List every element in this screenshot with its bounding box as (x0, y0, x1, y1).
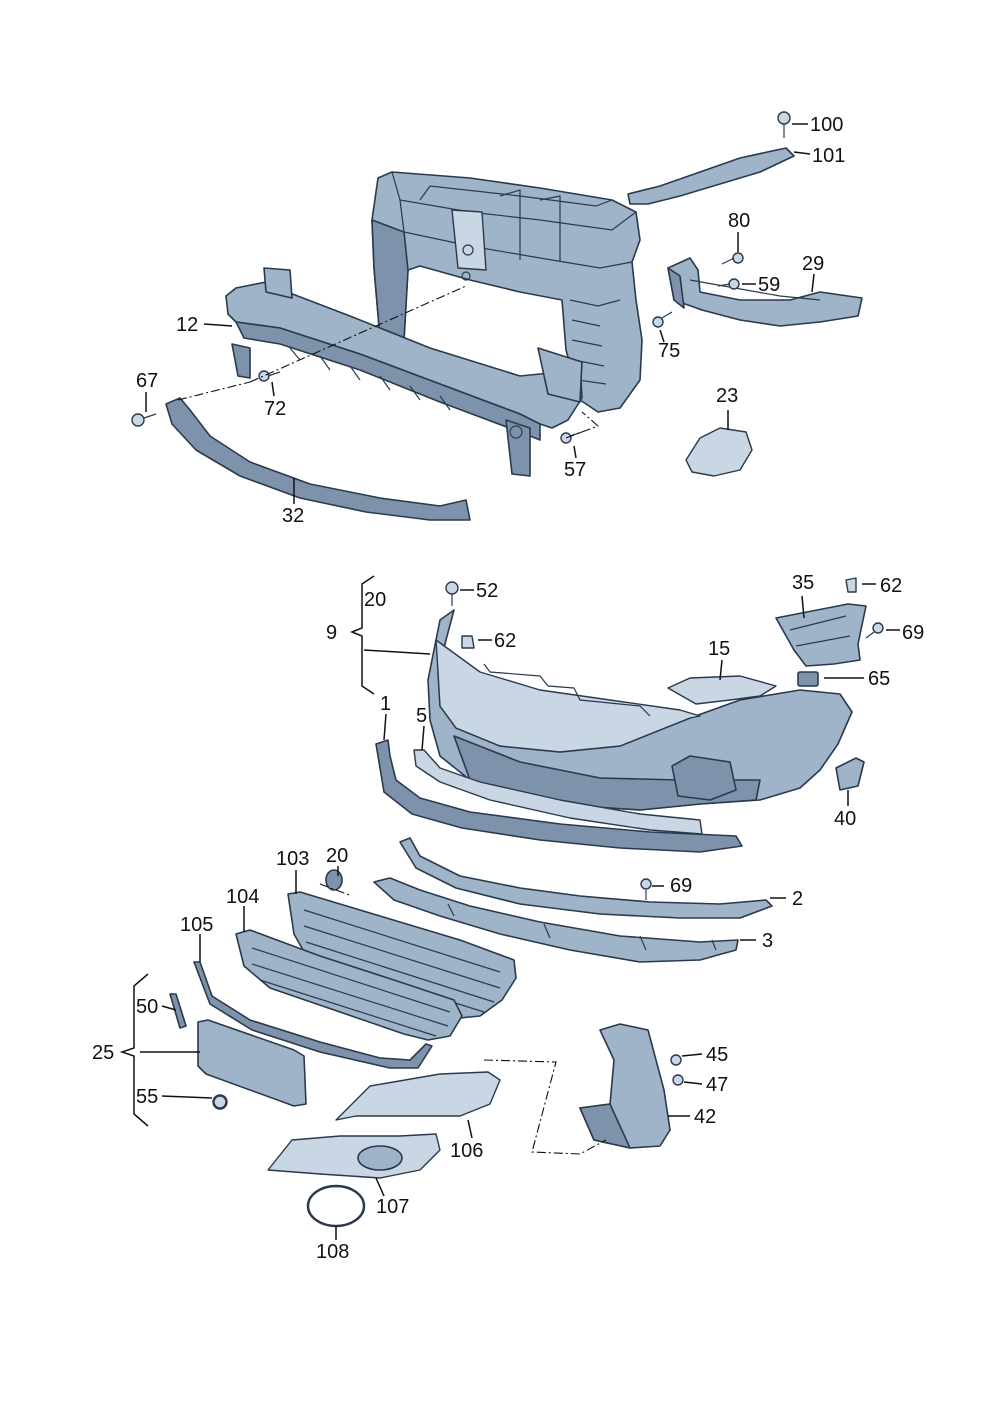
label-29: 29 (802, 253, 824, 275)
label-104: 104 (226, 886, 259, 908)
label-100: 100 (810, 114, 843, 136)
grille-104-slots (251, 947, 451, 1037)
clip-62a (461, 635, 475, 649)
label-32: 32 (282, 505, 304, 527)
label-69b: 69 (670, 875, 692, 897)
trim-strip-105 (193, 961, 433, 1069)
fog-grille-107 (267, 1133, 441, 1179)
part-labels: 100 101 80 59 29 75 12 67 72 23 57 32 20… (92, 114, 924, 1263)
screw-69b (640, 878, 652, 900)
trim-106 (335, 1071, 501, 1121)
bracket-101 (627, 147, 795, 205)
label-67: 67 (136, 370, 158, 392)
clip-62b (845, 577, 857, 593)
label-108: 108 (316, 1241, 349, 1263)
label-50: 50 (136, 996, 158, 1018)
bracket-15 (667, 675, 777, 705)
label-3: 3 (762, 930, 773, 952)
lock-carrier (371, 171, 643, 413)
label-5: 5 (416, 705, 427, 727)
trim-strip-1 (375, 739, 743, 853)
license-plate-holder (169, 993, 307, 1110)
label-12: 12 (176, 314, 198, 336)
label-62a: 62 (494, 630, 516, 652)
label-103: 103 (276, 848, 309, 870)
label-59: 59 (758, 274, 780, 296)
label-75: 75 (658, 340, 680, 362)
screw-75 (652, 311, 673, 328)
nut-45 (670, 1054, 682, 1066)
air-duct-42 (579, 1023, 671, 1149)
label-52: 52 (476, 580, 498, 602)
label-25: 25 (92, 1042, 114, 1064)
screw-100 (777, 111, 791, 138)
label-101: 101 (812, 145, 845, 167)
screw-67 (131, 413, 157, 427)
grille-103-slots (303, 909, 501, 1013)
label-107: 107 (376, 1196, 409, 1218)
label-65: 65 (868, 668, 890, 690)
bumper-reinforcement (225, 267, 583, 477)
trim-ring-108 (306, 1184, 366, 1228)
clip-23 (685, 427, 753, 477)
label-72: 72 (264, 398, 286, 420)
spoiler-3 (373, 877, 739, 963)
label-20b: 20 (326, 845, 348, 867)
label-106: 106 (450, 1140, 483, 1162)
label-42: 42 (694, 1106, 716, 1128)
spoiler-2 (399, 837, 773, 919)
label-35: 35 (792, 572, 814, 594)
spoiler-strip-32 (165, 397, 471, 521)
trim-strip-5 (413, 749, 703, 835)
bumper-cover (427, 609, 853, 811)
label-23: 23 (716, 385, 738, 407)
label-20a: 20 (364, 589, 386, 611)
label-2: 2 (792, 888, 803, 910)
screw-59 (717, 278, 740, 290)
label-1: 1 (380, 693, 391, 715)
label-105: 105 (180, 914, 213, 936)
clip-65 (797, 671, 819, 687)
bracket-35 (775, 603, 867, 667)
screw-52 (445, 581, 459, 606)
clip-47 (672, 1074, 684, 1086)
label-62b: 62 (880, 575, 902, 597)
screw-69a (865, 622, 884, 639)
label-45: 45 (706, 1044, 728, 1066)
cover-40 (835, 757, 865, 791)
screw-72 (258, 370, 281, 382)
label-40: 40 (834, 808, 856, 830)
guide-profile-29 (667, 257, 863, 327)
label-55: 55 (136, 1086, 158, 1108)
label-57: 57 (564, 459, 586, 481)
label-47: 47 (706, 1074, 728, 1096)
label-80: 80 (728, 210, 750, 232)
screw-55 (213, 1095, 227, 1109)
label-15: 15 (708, 638, 730, 660)
screw-80 (721, 252, 744, 265)
label-69a: 69 (902, 622, 924, 644)
grille-104 (235, 929, 463, 1041)
label-9: 9 (326, 622, 337, 644)
